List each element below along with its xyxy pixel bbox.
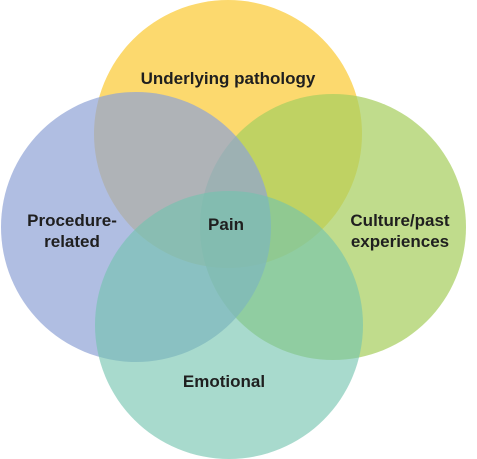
label-culture-past-line1: Culture/past bbox=[350, 211, 450, 230]
label-pain-center: Pain bbox=[208, 215, 244, 234]
circle-emotional bbox=[95, 191, 363, 459]
label-procedure-related-line1: Procedure- bbox=[27, 211, 117, 230]
label-culture-past-line2: experiences bbox=[351, 232, 449, 251]
label-emotional: Emotional bbox=[183, 372, 265, 391]
label-underlying-pathology: Underlying pathology bbox=[141, 69, 316, 88]
label-procedure-related-line2: related bbox=[44, 232, 100, 251]
